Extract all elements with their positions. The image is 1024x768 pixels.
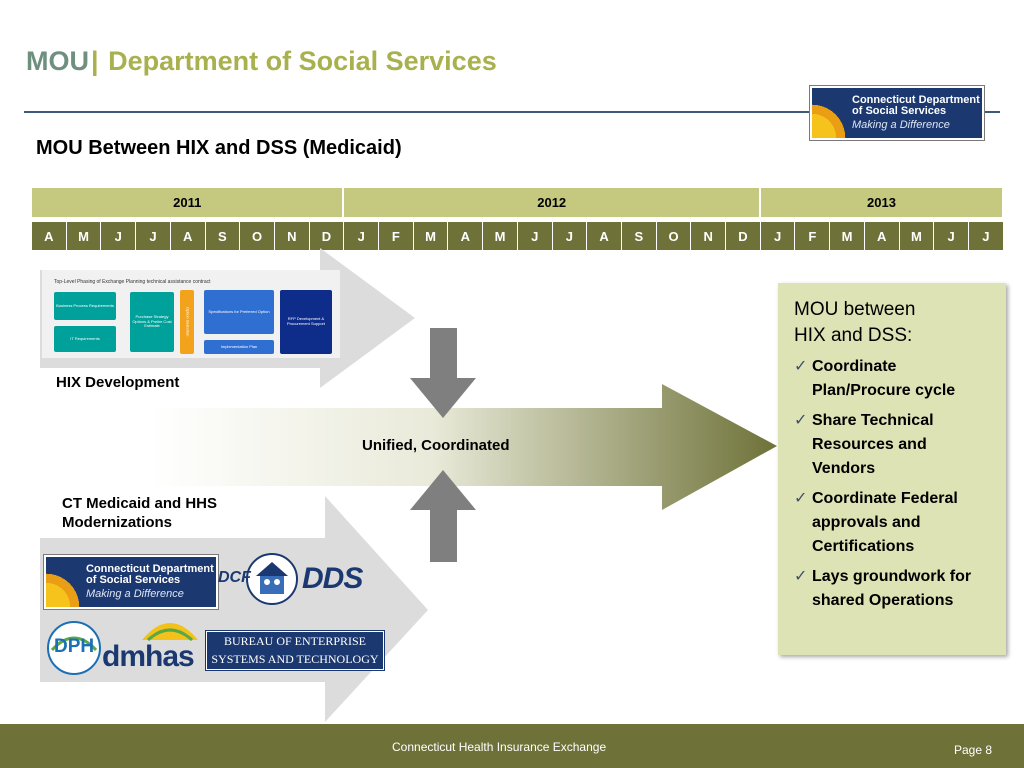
mou-heading-line2: HIX and DSS: bbox=[794, 325, 913, 346]
mou-list-item-text: Share Technical Resources and Vendors bbox=[812, 412, 934, 477]
chip-business-requirements: Business Process Requirements bbox=[54, 292, 116, 320]
medicaid-label-line2: Modernizations bbox=[62, 514, 173, 531]
title-main: Department of Social Services bbox=[108, 46, 497, 76]
mou-list-item: ✓Share Technical Resources and Vendors bbox=[794, 409, 994, 481]
month-cell: M bbox=[413, 222, 449, 250]
page-title: MOU| Department of Social Services bbox=[26, 46, 497, 77]
month-cell: N bbox=[691, 222, 727, 250]
month-cell: A bbox=[864, 222, 900, 250]
chip-option-selection: Option Selection bbox=[180, 290, 194, 354]
unified-coordinated-label: Unified, Coordinated bbox=[362, 437, 510, 454]
medicaid-label: CT Medicaid and HHS Modernizations bbox=[62, 494, 217, 532]
checkmark-icon: ✓ bbox=[794, 490, 808, 507]
dmhas-sun-icon bbox=[140, 612, 200, 647]
dss-logo-tagline: Making a Difference bbox=[86, 587, 184, 600]
mou-list-item: ✓Coordinate Plan/Procure cycle bbox=[794, 355, 994, 403]
dss-logo-bottom: Connecticut Department of Social Service… bbox=[43, 554, 219, 610]
month-cell: A bbox=[32, 222, 67, 250]
month-cell: J bbox=[934, 222, 969, 250]
slide-subtitle: MOU Between HIX and DSS (Medicaid) bbox=[36, 137, 402, 159]
mou-list-item: ✓Lays groundwork for shared Operations bbox=[794, 565, 994, 613]
checkmark-icon: ✓ bbox=[794, 358, 808, 375]
down-arrow bbox=[410, 328, 476, 418]
best-line1: Bureau of Enterprise bbox=[223, 634, 366, 648]
title-rule bbox=[24, 111, 1000, 113]
month-cell: M bbox=[830, 222, 865, 250]
month-cell: F bbox=[795, 222, 831, 250]
logo-tagline: Making a Difference bbox=[852, 118, 950, 131]
year-cell: 2012 bbox=[344, 188, 761, 217]
footer-org: Connecticut Health Insurance Exchange bbox=[392, 740, 607, 754]
mou-summary-box: MOU between HIX and DSS: ✓Coordinate Pla… bbox=[778, 283, 1006, 655]
month-cell: J bbox=[552, 222, 588, 250]
dds-logo: DDS bbox=[302, 562, 363, 595]
chip-implementation-plan: Implementation Plan bbox=[204, 340, 274, 354]
footer-bar: Connecticut Health Insurance Exchange Pa… bbox=[0, 724, 1024, 768]
checkmark-icon: ✓ bbox=[794, 568, 808, 585]
year-cell: 2011 bbox=[32, 188, 345, 217]
mou-heading: MOU between HIX and DSS: bbox=[794, 297, 954, 349]
logo-line1: Connecticut Department bbox=[852, 93, 980, 106]
month-cell: S bbox=[621, 222, 657, 250]
mou-list-item-text: Coordinate Plan/Procure cycle bbox=[812, 358, 956, 399]
month-cell: O bbox=[656, 222, 692, 250]
logo-line2: of Social Services bbox=[852, 105, 947, 118]
month-cell: S bbox=[205, 222, 241, 250]
month-cell: A bbox=[170, 222, 206, 250]
checkmark-icon: ✓ bbox=[794, 412, 808, 429]
mou-list-item-text: Coordinate Federal approvals and Certifi… bbox=[812, 490, 958, 555]
mou-list: ✓Coordinate Plan/Procure cycle✓Share Tec… bbox=[794, 355, 994, 619]
hix-development-label: HIX Development bbox=[56, 374, 180, 391]
month-cell: J bbox=[101, 222, 137, 250]
mou-list-item: ✓Coordinate Federal approvals and Certif… bbox=[794, 487, 994, 559]
chip-rfp-development: RFP Development & Procurement Support bbox=[280, 290, 332, 354]
month-cell: J bbox=[136, 222, 171, 250]
title-prefix: MOU bbox=[26, 46, 89, 76]
month-cell: F bbox=[379, 222, 414, 250]
month-cell: M bbox=[483, 222, 518, 250]
month-cell: M bbox=[899, 222, 935, 250]
mou-list-item-text: Lays groundwork for shared Operations bbox=[812, 568, 972, 609]
up-arrow bbox=[410, 470, 476, 562]
unified-arrow bbox=[150, 384, 777, 510]
dss-logo-line1: Connecticut Department bbox=[86, 562, 214, 575]
hix-phasing-diagram: Top-Level Phasing of Exchange Planning t… bbox=[42, 270, 340, 358]
page-number: Page 8 bbox=[954, 743, 993, 757]
mou-heading-line1: MOU between bbox=[794, 299, 916, 320]
dph-logo: DPH bbox=[46, 620, 102, 681]
medicaid-label-line1: CT Medicaid and HHS bbox=[62, 495, 218, 512]
sun-icon bbox=[46, 557, 80, 607]
chip-purchase-strategy: Purchase Strategy Options & Prelim Cost … bbox=[130, 292, 174, 352]
month-cell: O bbox=[240, 222, 275, 250]
month-cell: D bbox=[726, 222, 761, 250]
dcf-text: DCF bbox=[218, 569, 251, 586]
chip-it-requirements: IT Requirements bbox=[54, 326, 116, 352]
month-cell: J bbox=[344, 222, 380, 250]
best-logo: Bureau of Enterprise Systems and Technol… bbox=[205, 630, 385, 671]
month-cell: D bbox=[309, 222, 345, 250]
best-line2: Systems and Technology bbox=[211, 652, 379, 666]
year-cell: 2013 bbox=[760, 188, 1004, 217]
dph-text: DPH bbox=[54, 636, 95, 657]
title-separator: | bbox=[91, 46, 99, 76]
month-cell: M bbox=[66, 222, 102, 250]
dmhas-logo: dmhas bbox=[102, 640, 195, 673]
month-cell: J bbox=[517, 222, 553, 250]
sun-icon bbox=[812, 88, 846, 138]
dcf-logo: DCF bbox=[218, 552, 300, 606]
family-house-icon bbox=[246, 553, 298, 605]
dss-logo-line2: of Social Services bbox=[86, 574, 181, 587]
month-cell: A bbox=[587, 222, 622, 250]
chip-specifications: Specifications for Preferred Option bbox=[204, 290, 274, 334]
month-cell: N bbox=[274, 222, 310, 250]
month-cell: A bbox=[448, 222, 484, 250]
dph-seal-icon bbox=[47, 621, 101, 675]
month-cell: J bbox=[760, 222, 796, 250]
month-cell: J bbox=[968, 222, 1004, 250]
diagram-title: Top-Level Phasing of Exchange Planning t… bbox=[54, 279, 211, 285]
dss-logo-top: Connecticut Department of Social Service… bbox=[809, 85, 985, 141]
